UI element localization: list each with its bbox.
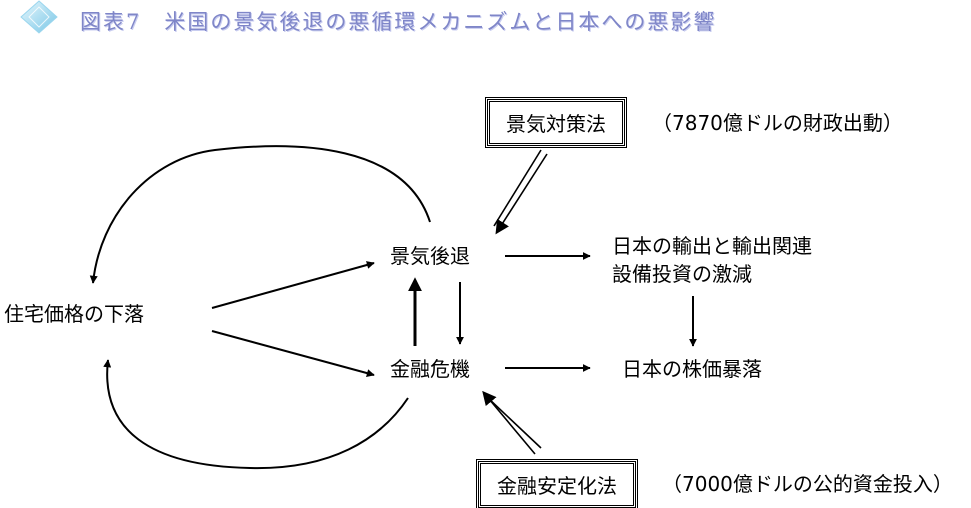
arrow-stimulus-to-recession-a [493, 149, 542, 227]
policy-stimulus-note: （7870億ドルの財政出動） [652, 111, 903, 135]
diamond-icon [20, 0, 58, 34]
arrow-stabilization-to-crisis-a [487, 397, 542, 449]
arrow-stimulus-to-recession-b [495, 153, 548, 235]
node-recession: 景気後退 [390, 244, 470, 268]
node-japan-stocks: 日本の株価暴落 [622, 357, 762, 381]
policy-stabilization-note: （7000億ドルの公的資金投入） [662, 472, 953, 496]
node-japan-exports-line1: 日本の輸出と輸出関連 [612, 234, 812, 258]
page-title: 図表7 米国の景気後退の悪循環メカニズムと日本への悪影響 [80, 10, 717, 34]
arrow-housing-to-crisis [211, 330, 375, 377]
node-japan-exports: 日本の輸出と輸出関連 設備投資の激減 [612, 232, 812, 288]
policy-stimulus-box: 景気対策法 [485, 97, 627, 148]
arrow-feedback-upper [89, 145, 431, 284]
arrow-housing-to-recession [211, 261, 375, 309]
arrow-stabilization-to-crisis-b [482, 390, 536, 455]
node-housing: 住宅価格の下落 [4, 302, 144, 326]
node-japan-exports-line2: 設備投資の激減 [612, 262, 752, 286]
arrow-feedback-lower [103, 359, 409, 470]
policy-stabilization-box: 金融安定化法 [476, 459, 638, 508]
node-financial-crisis: 金融危機 [390, 357, 470, 381]
